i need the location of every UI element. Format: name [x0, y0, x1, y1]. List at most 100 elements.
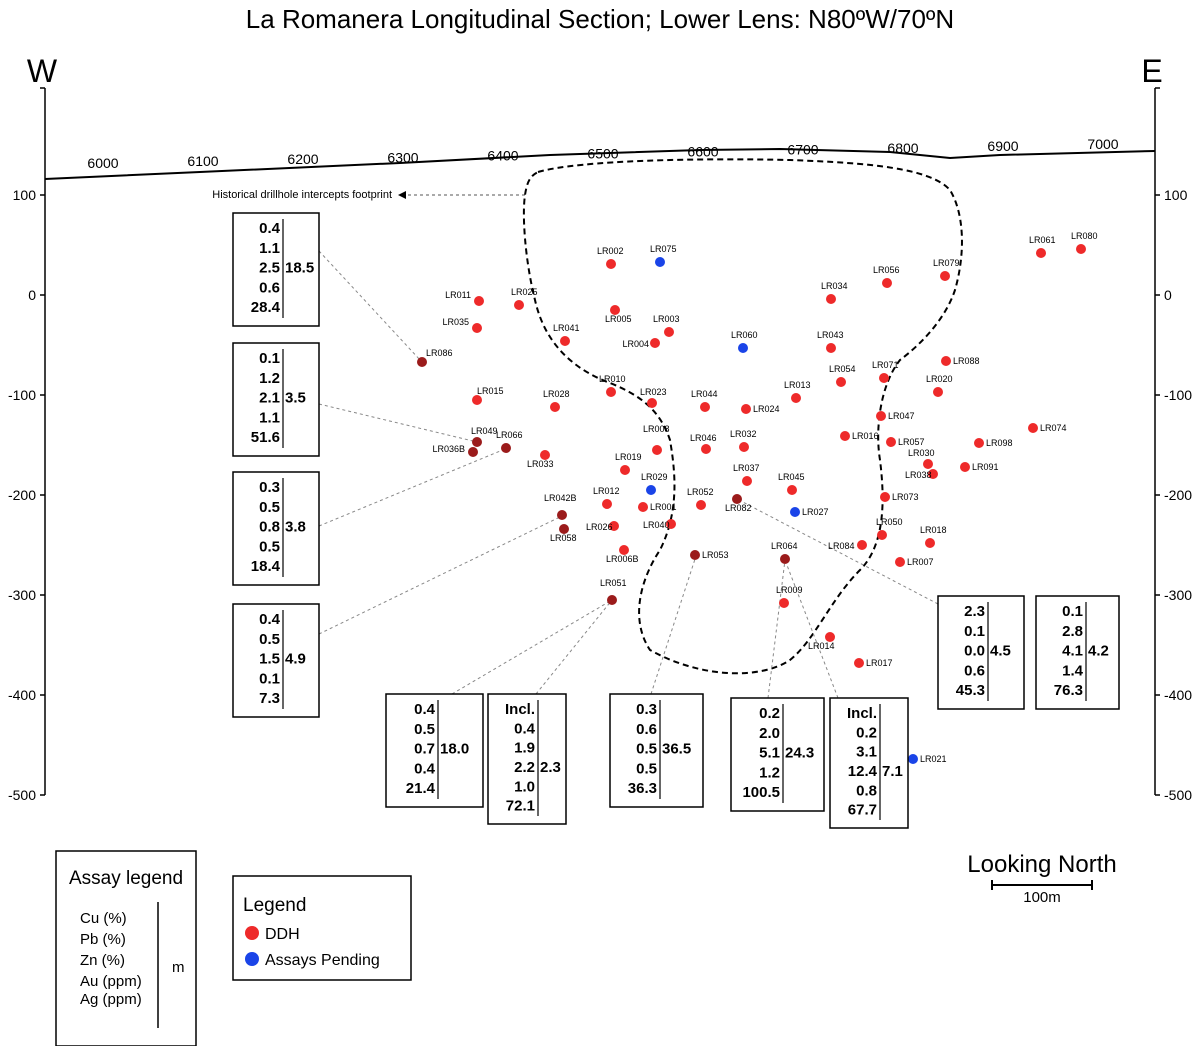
drill-hole-lr084[interactable] — [857, 540, 867, 550]
intercept-value: 7.3 — [259, 690, 280, 707]
intercept-value: 1.0 — [514, 778, 535, 795]
drill-hole-lr016[interactable] — [840, 431, 850, 441]
drill-hole-lr049[interactable] — [472, 437, 482, 447]
drill-hole-lr008[interactable] — [652, 445, 662, 455]
intercept-box-frame — [232, 603, 320, 718]
drill-hole-lr017[interactable] — [854, 658, 864, 668]
drill-hole-lr028[interactable] — [550, 402, 560, 412]
intercept-value: Incl. — [505, 701, 535, 718]
drill-hole-lr030[interactable] — [923, 459, 933, 469]
drill-hole-lr004[interactable] — [650, 338, 660, 348]
intercept-value: 36.3 — [628, 780, 657, 797]
drill-hole-lr015[interactable] — [472, 395, 482, 405]
drill-hole-lr040[interactable] — [666, 519, 676, 529]
drill-hole-lr018[interactable] — [925, 538, 935, 548]
intercept-value: 1.4 — [1062, 662, 1084, 679]
drill-hole-lr064[interactable] — [780, 554, 790, 564]
drill-hole-lr020[interactable] — [933, 387, 943, 397]
drill-hole-lr053[interactable] — [690, 550, 700, 560]
easting-tick-7000: 7000 — [1087, 136, 1118, 152]
drill-hole-lr037[interactable] — [742, 476, 752, 486]
left-tick-label: -400 — [8, 687, 36, 703]
drill-hole-lr029[interactable] — [646, 485, 656, 495]
drill-hole-lr026[interactable] — [609, 521, 619, 531]
drill-hole-lr043[interactable] — [826, 343, 836, 353]
symbol-legend: Legend DDH Assays Pending — [232, 875, 412, 981]
drill-hole-lr066[interactable] — [501, 443, 511, 453]
drill-hole-lr025[interactable] — [514, 300, 524, 310]
intercept-value: 0.1 — [259, 670, 280, 687]
drill-hole-lr012[interactable] — [602, 499, 612, 509]
drill-hole-lr098[interactable] — [974, 438, 984, 448]
assay-legend-title: Assay legend — [69, 868, 183, 889]
drill-hole-lr034[interactable] — [826, 294, 836, 304]
drill-hole-lr023[interactable] — [647, 398, 657, 408]
drill-hole-label-lr007: LR007 — [907, 557, 934, 567]
drill-hole-label-lr098: LR098 — [986, 438, 1013, 448]
drill-hole-lr009[interactable] — [779, 598, 789, 608]
drill-hole-label-lr082: LR082 — [725, 503, 752, 513]
drill-hole-lr024[interactable] — [741, 404, 751, 414]
drill-hole-lr050[interactable] — [877, 530, 887, 540]
intercept-value: 0.6 — [636, 721, 657, 738]
intercept-value: 67.7 — [848, 802, 877, 819]
drill-hole-lr091[interactable] — [960, 462, 970, 472]
drill-hole-lr079[interactable] — [940, 271, 950, 281]
drill-hole-lr047[interactable] — [876, 411, 886, 421]
drill-hole-lr036b[interactable] — [468, 447, 478, 457]
drill-hole-lr056[interactable] — [882, 278, 892, 288]
drill-hole-lr045[interactable] — [787, 485, 797, 495]
easting-tick-6300: 6300 — [387, 149, 418, 165]
drill-hole-lr058[interactable] — [559, 524, 569, 534]
drill-hole-lr088[interactable] — [941, 356, 951, 366]
drill-hole-lr033[interactable] — [540, 450, 550, 460]
drill-hole-lr046[interactable] — [701, 444, 711, 454]
drill-hole-lr014[interactable] — [825, 632, 835, 642]
drill-hole-lr013[interactable] — [791, 393, 801, 403]
drill-hole-lr051[interactable] — [607, 595, 617, 605]
drill-hole-label-lr086: LR086 — [426, 348, 453, 358]
drill-hole-lr060[interactable] — [738, 343, 748, 353]
drill-hole-lr071[interactable] — [879, 373, 889, 383]
drill-hole-lr003[interactable] — [664, 327, 674, 337]
drill-hole-lr041[interactable] — [560, 336, 570, 346]
right-tick-label: 100 — [1164, 187, 1188, 203]
intercept-box-frame — [232, 471, 320, 586]
drill-hole-lr057[interactable] — [886, 437, 896, 447]
drill-hole-lr042b[interactable] — [557, 510, 567, 520]
intercept-value: 0.1 — [1062, 603, 1083, 620]
intercept-box-lr066: 0.30.50.80.518.43.8 — [232, 471, 320, 586]
drill-hole-lr010[interactable] — [606, 387, 616, 397]
drill-hole-lr052[interactable] — [696, 500, 706, 510]
drill-hole-label-lr003: LR003 — [653, 314, 680, 324]
drill-hole-lr035[interactable] — [472, 323, 482, 333]
drill-hole-lr006b[interactable] — [619, 545, 629, 555]
drill-hole-lr021[interactable] — [908, 754, 918, 764]
drill-hole-lr080[interactable] — [1076, 244, 1086, 254]
drill-hole-lr011[interactable] — [474, 296, 484, 306]
drill-hole-lr074[interactable] — [1028, 423, 1038, 433]
drill-hole-lr019[interactable] — [620, 465, 630, 475]
drill-hole-label-lr013: LR013 — [784, 380, 811, 390]
drill-hole-lr027[interactable] — [790, 507, 800, 517]
drill-hole-lr054[interactable] — [836, 377, 846, 387]
drill-hole-lr032[interactable] — [739, 442, 749, 452]
drill-hole-lr061[interactable] — [1036, 248, 1046, 258]
intercept-value: 45.3 — [956, 682, 985, 699]
drill-hole-lr002[interactable] — [606, 259, 616, 269]
drill-hole-label-lr006b: LR006B — [606, 554, 639, 564]
drill-hole-lr005[interactable] — [610, 305, 620, 315]
drill-hole-lr044[interactable] — [700, 402, 710, 412]
drill-hole-lr073[interactable] — [880, 492, 890, 502]
drill-hole-lr038[interactable] — [928, 469, 938, 479]
drill-hole-lr001[interactable] — [638, 502, 648, 512]
drill-hole-lr082[interactable] — [732, 494, 742, 504]
drill-hole-lr007[interactable] — [895, 557, 905, 567]
drill-hole-label-lr027: LR027 — [802, 507, 829, 517]
intercept-value: 0.7 — [414, 741, 435, 758]
drill-hole-lr086[interactable] — [417, 357, 427, 367]
drill-hole-lr075[interactable] — [655, 257, 665, 267]
intercept-value: 1.9 — [514, 740, 535, 757]
